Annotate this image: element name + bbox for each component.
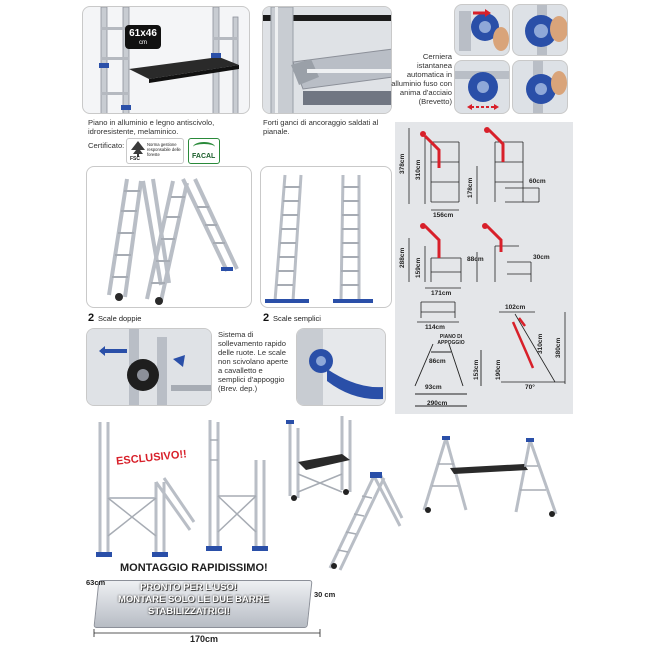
hinge-photo-4 <box>512 60 568 114</box>
config-4-photo <box>318 466 404 571</box>
config-3-photo <box>282 412 364 504</box>
stabilizzatrici-text: STABILIZZATRICI! <box>148 606 230 617</box>
double-ladders-photo <box>86 166 252 308</box>
fsc-text: Norma gestione responsabile delle forest… <box>147 142 181 157</box>
config-1-illustration <box>96 422 196 557</box>
dim-30: 30cm <box>533 254 550 261</box>
dim-310: 310cm <box>415 159 422 180</box>
dim-159: 159cm <box>415 257 422 278</box>
hooks-caption: Forti ganci di ancoraggio saldati al pia… <box>263 118 379 136</box>
montare-text: MONTARE SOLO LE DUE BARRE <box>118 594 269 605</box>
facal-text: FACAL <box>192 153 216 160</box>
wheel-lift-illustration <box>87 329 211 405</box>
hinge-caption: Cerniera istantanea automatica in allumi… <box>391 52 452 106</box>
dim-93: 93cm <box>425 384 442 391</box>
hinge-illustration-4 <box>526 61 567 113</box>
config-2-illustration <box>206 420 268 551</box>
config-3-illustration <box>286 416 352 501</box>
technical-diagram: 378cm 310cm 178cm 60cm 156cm 288cm 159cm… <box>395 122 573 414</box>
hinge-illustration-2 <box>525 5 567 55</box>
single-ladders-illustration <box>265 174 373 303</box>
dim-60: 60cm <box>529 178 546 185</box>
package-dim-63: 63cm <box>86 578 106 587</box>
package-dim-30: 30 cm <box>314 590 336 599</box>
montaggio-heading: MONTAGGIO RAPIDISSIMO! <box>120 562 268 574</box>
hinge-photo-3 <box>454 60 510 114</box>
hinge-illustration-1 <box>459 9 509 51</box>
dim-380: 380cm <box>555 337 562 358</box>
package-dim-170: 170cm <box>190 634 219 644</box>
dim-86: 86cm <box>429 358 446 365</box>
platform-scaffold-illustration <box>99 7 239 113</box>
dim-153: 153cm <box>473 359 480 380</box>
platform-size-badge: 61x46 cm <box>125 25 161 49</box>
dim-171: 171cm <box>431 290 452 297</box>
pronto-text: PRONTO PER L'USO! <box>140 582 238 593</box>
dim-102: 102cm <box>505 304 526 311</box>
config-esclusivo-photo: ESCLUSIVO!! <box>86 418 196 558</box>
foot-illustration <box>297 329 385 405</box>
config-5-photo <box>420 434 570 522</box>
dim-156: 156cm <box>433 212 454 219</box>
hinge-illustration-3 <box>455 71 509 110</box>
dim-378: 378cm <box>399 153 406 174</box>
foot-photo <box>296 328 386 406</box>
fsc-logo-text: FSC <box>130 156 140 162</box>
dim-88: 88cm <box>467 256 484 263</box>
angle-70: 70° <box>525 384 535 391</box>
dim-310b: 310cm <box>537 333 544 354</box>
hinge-photo-1 <box>454 4 510 56</box>
wheel-lift-photo <box>86 328 212 406</box>
dim-288: 288cm <box>399 247 406 268</box>
hooks-photo <box>262 6 392 114</box>
platform-size-unit: cm <box>139 40 147 46</box>
platform-size-value: 61x46 <box>129 28 157 39</box>
double-ladders-illustration <box>107 178 239 305</box>
double-ladders-label: Scale doppie <box>98 314 142 323</box>
double-ladders-count: 2 <box>88 312 95 324</box>
wheel-lift-caption: Sistema di sollevamento rapido delle ruo… <box>218 330 289 393</box>
diagram-lines <box>408 127 566 407</box>
dim-190: 190cm <box>495 359 502 380</box>
hooks-illustration <box>263 7 391 113</box>
tree-icon <box>131 141 145 157</box>
hinge-photo-2 <box>512 4 568 56</box>
dim-114: 114cm <box>425 324 445 331</box>
fsc-logo: FSC Norma gestione responsabile delle fo… <box>126 138 184 164</box>
single-ladders-count: 2 <box>263 312 270 324</box>
facal-logo: FACAL <box>188 138 220 164</box>
cert-label: Certificato: <box>88 141 125 150</box>
single-ladders-photo <box>260 166 392 308</box>
dim-178: 178cm <box>467 177 474 198</box>
dim-290: 290cm <box>427 400 448 407</box>
config-2-photo <box>196 416 280 556</box>
single-ladders-label: Scale semplici <box>273 314 321 323</box>
platform-photo: 61x46 cm <box>82 6 250 114</box>
package-dim-line <box>93 629 321 637</box>
platform-caption: Piano in alluminio e legno antiscivolo, … <box>88 118 215 136</box>
config-5-illustration <box>422 436 558 517</box>
config-4-illustration <box>328 472 404 571</box>
piano-label: PIANO DI APPOGGIO <box>437 334 465 346</box>
facal-arc <box>193 142 215 152</box>
